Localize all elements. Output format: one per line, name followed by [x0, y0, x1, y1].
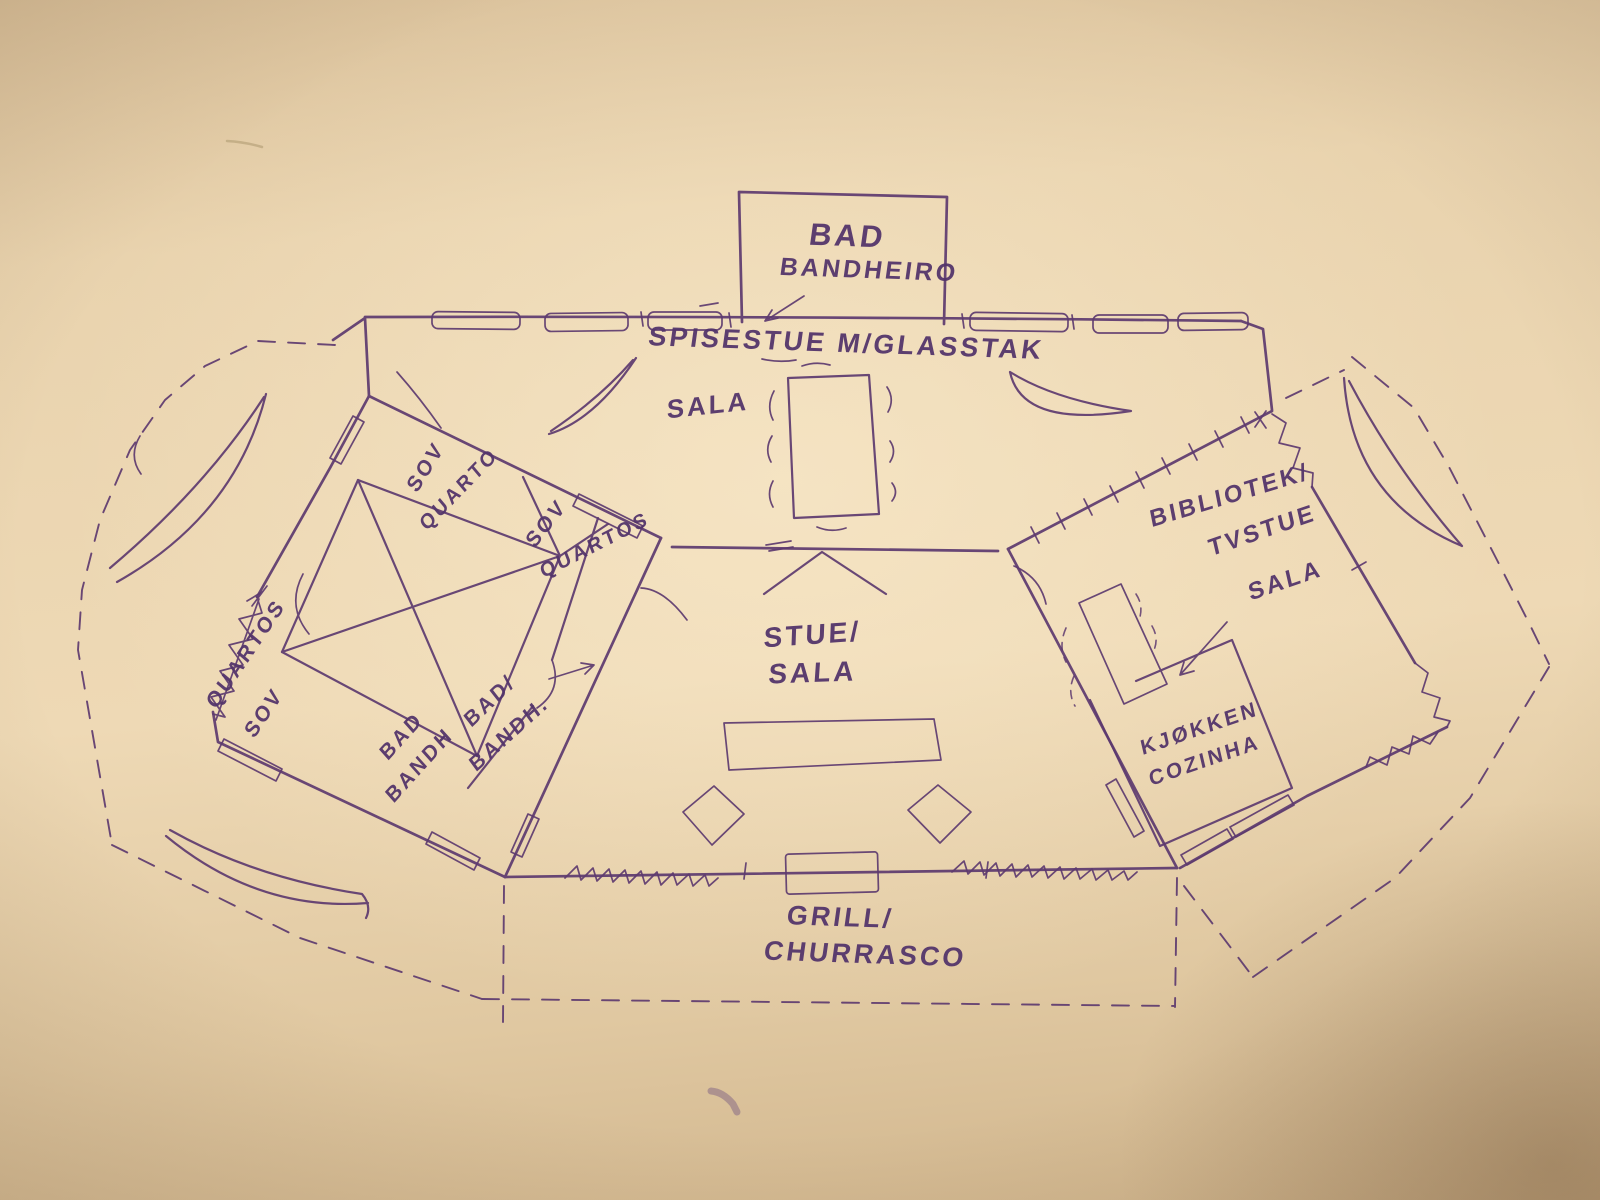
kitchen-island — [1078, 583, 1168, 705]
kitchen-library-items — [1061, 583, 1294, 848]
ink-smudge — [707, 1087, 741, 1116]
island-stools-left — [1061, 627, 1076, 707]
door-opening-marks — [762, 550, 888, 596]
label-annex-bath-pt: BANDHEIRO — [778, 253, 960, 287]
plant-dining-left — [547, 356, 638, 436]
label-bedroom-wing-no: SOV — [240, 683, 287, 742]
label-grill-no: GRILL/ — [785, 899, 896, 933]
wing-door-swing — [396, 371, 442, 429]
armchair-left — [682, 785, 745, 846]
zigzag-window-walls — [210, 413, 1451, 887]
label-bedroom2-no: SOV — [522, 494, 571, 552]
sofa — [723, 718, 942, 771]
bath-annex-outline — [737, 190, 949, 326]
pencil-smudge — [225, 139, 264, 149]
dining-room-items — [640, 295, 897, 621]
label-dining-no: SPISESTUE M/GLASSTAK — [647, 320, 1046, 365]
annex-arrow — [764, 295, 805, 322]
door-arc-dining-living — [640, 587, 688, 621]
island-stools-right — [1135, 593, 1157, 651]
bedroom-wing-interior — [133, 371, 610, 790]
plant-left-lower — [164, 828, 370, 920]
living-room-furniture — [682, 565, 1047, 846]
bedroom-x-marks — [280, 478, 562, 758]
kitchen-door-arrow — [1179, 621, 1228, 676]
bath-door-arc — [536, 659, 557, 709]
label-bedroom1-no: SOV — [403, 437, 449, 496]
terrace-dashed-outline — [77, 340, 1550, 1023]
dining-chairs-right — [886, 386, 897, 502]
plant-dining-right — [1008, 370, 1133, 417]
plant-left-upper — [108, 392, 268, 584]
plant-sketches — [108, 356, 1464, 920]
label-annex-bath-no: BAD — [807, 217, 888, 254]
grill-symbol — [784, 851, 880, 895]
dining-table — [786, 373, 881, 520]
plant-right-outside — [1342, 376, 1464, 548]
underline-mark — [761, 358, 797, 363]
label-living-pt: SALA — [768, 655, 858, 689]
label-dining-pt: SALA — [667, 386, 749, 425]
window-symbols — [217, 302, 1295, 895]
armchair-right — [907, 784, 972, 844]
door-arc-living-kitchen — [1013, 565, 1047, 605]
bath-divider-wall — [466, 516, 600, 790]
label-library-pt: SALA — [1246, 555, 1325, 607]
label-grill-pt: CHURRASCO — [762, 935, 969, 973]
bath-door-arrow — [548, 662, 595, 680]
dining-chairs-left — [766, 390, 775, 508]
glass-wall-hatching — [1030, 410, 1367, 571]
label-living-no: STUE/ — [763, 616, 861, 654]
